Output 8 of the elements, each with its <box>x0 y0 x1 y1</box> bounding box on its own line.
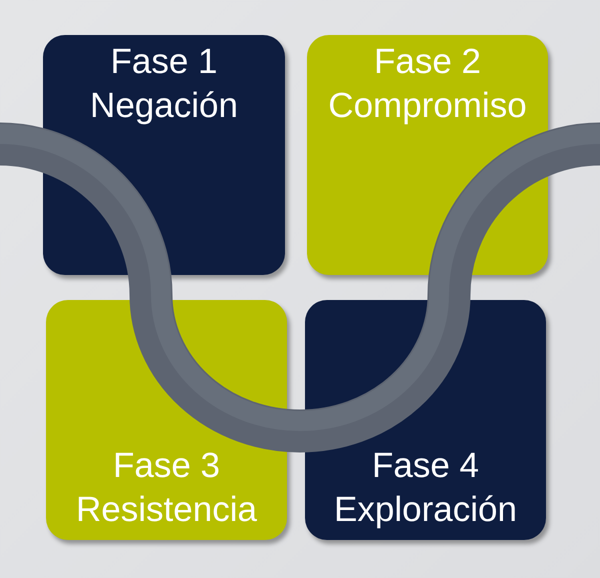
phase-heading: Fase 3 <box>113 445 220 487</box>
phase-title: Compromiso <box>328 85 527 127</box>
phase-heading: Fase 4 <box>372 445 479 487</box>
phase-title: Negación <box>90 85 238 127</box>
phase-title: Exploración <box>334 489 517 531</box>
phase-heading: Fase 1 <box>110 41 218 83</box>
phase-heading: Fase 2 <box>374 41 481 83</box>
phase-title: Resistencia <box>76 489 257 531</box>
